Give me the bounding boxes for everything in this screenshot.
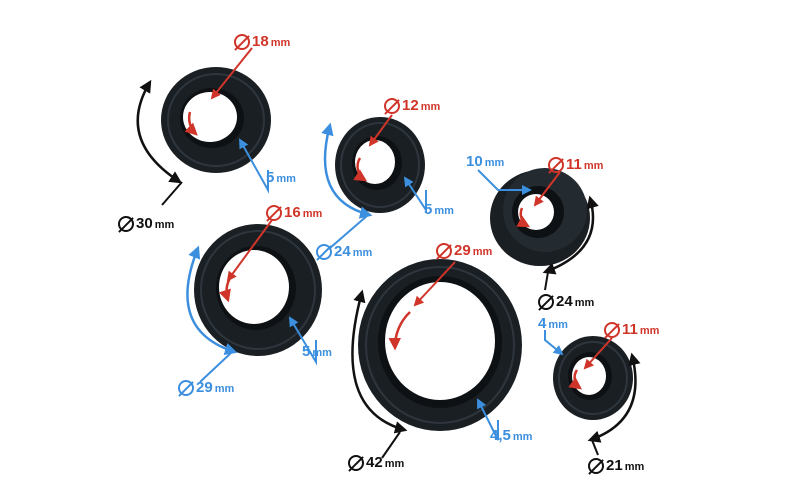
seal-6-outer-value: 21 — [606, 457, 623, 474]
seal-5-inner-value: 29 — [454, 242, 471, 259]
diameter-icon — [588, 458, 604, 474]
seal-2-width-unit: mm — [434, 205, 454, 217]
diameter-icon — [178, 380, 194, 396]
seal-6 — [544, 330, 641, 456]
seal-5-outer-unit: mm — [384, 458, 405, 470]
diameter-icon — [348, 455, 364, 471]
seal-6-width-value: 4 — [538, 315, 547, 332]
seal-4-outer-unit: mm — [214, 383, 235, 395]
seal-2 — [321, 114, 427, 249]
seal-6-width-unit: mm — [548, 319, 568, 331]
seal-4-inner-unit: mm — [302, 208, 323, 220]
seal-5-inner-unit: mm — [472, 246, 493, 258]
seal-5-outer-value: 42 — [366, 454, 383, 471]
diameter-icon — [604, 322, 620, 338]
seal-6-inner-value: 11 — [622, 321, 638, 338]
diameter-icon — [118, 216, 134, 232]
seal-6-inner-unit: mm — [639, 325, 660, 337]
seal-5-width-unit: mm — [512, 431, 533, 443]
seal-1-width-unit: mm — [276, 173, 296, 185]
seal-3-width-value: 10 — [466, 153, 483, 170]
diameter-icon — [234, 34, 250, 50]
seal-3-inner-unit: mm — [583, 160, 604, 172]
diameter-icon — [436, 243, 452, 259]
seal-1 — [136, 47, 271, 206]
diameter-icon — [548, 157, 564, 173]
seal-4-outer-value: 29 — [196, 379, 213, 396]
seal-3-inner-value: 11 — [566, 156, 582, 173]
seal-1-inner-value: 18 — [252, 33, 269, 50]
seal-4 — [186, 219, 322, 383]
seal-2-outer-value: 24 — [334, 243, 351, 260]
seal-4-width-value: 5 — [302, 343, 311, 360]
diameter-icon — [538, 294, 554, 310]
diameter-icon — [316, 244, 332, 260]
seal-1-width-value: 5 — [266, 169, 275, 186]
seal-2-width-value: 5 — [424, 201, 433, 218]
seal-2-inner-unit: mm — [420, 101, 441, 113]
seal-2-outer-unit: mm — [352, 247, 373, 259]
seal-3-outer-unit: mm — [574, 297, 595, 309]
seal-1-outer-value: 30 — [136, 215, 153, 232]
seal-3-width-unit: mm — [484, 157, 505, 169]
seal-5-width-value: 4,5 — [490, 427, 511, 444]
seal-5 — [351, 259, 522, 459]
seal-3 — [477, 168, 599, 291]
diameter-icon — [384, 98, 400, 114]
diameter-icon — [266, 205, 282, 221]
seal-4-inner-value: 16 — [284, 204, 301, 221]
seal-3-outer-value: 24 — [556, 293, 573, 310]
seal-1-inner-unit: mm — [270, 37, 291, 49]
seal-6-outer-unit: mm — [624, 461, 645, 473]
seal-1-outer-unit: mm — [154, 219, 175, 231]
seal-2-inner-value: 12 — [402, 97, 419, 114]
seal-4-width-unit: mm — [312, 347, 332, 359]
